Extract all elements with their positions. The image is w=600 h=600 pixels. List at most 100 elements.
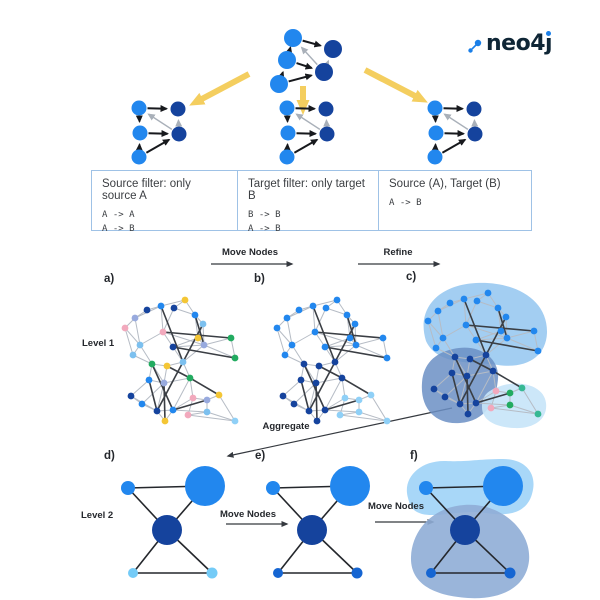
graph-node <box>319 126 335 142</box>
edge <box>315 382 318 422</box>
graph-node <box>132 125 148 141</box>
graph-node <box>300 360 308 368</box>
graph-node <box>424 317 432 325</box>
edge <box>162 307 175 333</box>
graph-node <box>266 481 280 495</box>
edge <box>315 377 343 384</box>
graph-node <box>428 125 444 141</box>
graph-node <box>343 311 351 319</box>
edge <box>139 331 164 346</box>
graph-node <box>169 343 177 351</box>
graph-node <box>483 466 523 506</box>
graph-node <box>427 100 443 116</box>
edge <box>324 397 346 411</box>
graph-node <box>497 327 505 335</box>
edge <box>442 324 467 339</box>
graph-node <box>472 336 480 344</box>
graph-node <box>121 324 129 332</box>
label-move-nodes-1: Move Nodes <box>222 247 278 258</box>
logo-j-dot-icon <box>546 31 552 36</box>
col-header: Source filter: only source A <box>102 178 191 202</box>
edge <box>172 409 208 413</box>
edge <box>173 307 196 316</box>
graph-node <box>297 376 305 384</box>
edge <box>291 344 305 365</box>
graph-node <box>506 401 514 409</box>
graph-node <box>153 407 161 415</box>
edge <box>437 310 444 339</box>
graph-node <box>279 149 295 165</box>
graph-node <box>203 396 211 404</box>
edge <box>172 377 191 411</box>
label-level-2: Level 2 <box>81 510 114 521</box>
table-col-target-filter: Target filter: only target B B -> B A ->… <box>238 171 379 234</box>
graph-node <box>324 40 342 58</box>
col-header: Target filter: only target B <box>248 178 365 202</box>
edge <box>182 344 205 363</box>
graph-node <box>145 376 153 384</box>
edge <box>324 346 388 359</box>
graph-node <box>199 320 207 328</box>
graph-node <box>315 362 323 370</box>
graph-node <box>295 306 303 314</box>
graph-node <box>170 101 186 117</box>
graph-node <box>482 351 490 359</box>
col-rules: A -> B <box>389 197 521 211</box>
edge <box>312 305 336 363</box>
edge <box>463 292 489 300</box>
graph-node <box>383 354 391 362</box>
graph-node <box>463 372 471 380</box>
edge <box>172 397 194 411</box>
graph-node <box>460 295 468 303</box>
aggregate-arrow <box>226 407 453 458</box>
edge <box>312 305 316 333</box>
edge <box>475 337 508 341</box>
edge <box>505 316 508 339</box>
col-rules: A -> A A -> B <box>102 209 227 236</box>
graph-node <box>506 389 514 397</box>
edge <box>435 347 456 358</box>
graph-node <box>351 567 363 579</box>
edge <box>148 379 158 412</box>
label-c: c) <box>406 271 417 283</box>
edge <box>276 327 286 356</box>
label-move-nodes-2: Move Nodes <box>220 509 276 520</box>
edge <box>358 411 388 422</box>
edge <box>475 390 497 404</box>
edge <box>163 382 166 422</box>
edge <box>346 314 357 346</box>
graph-node <box>489 367 497 375</box>
graph-node <box>131 314 139 322</box>
graph-node <box>430 385 438 393</box>
edge <box>147 113 173 130</box>
level2-f <box>406 459 534 599</box>
graph-node <box>273 568 283 578</box>
graph-node <box>379 334 387 342</box>
edge <box>162 331 205 346</box>
edge <box>441 138 467 154</box>
graph-node <box>534 347 542 355</box>
graph-node <box>311 328 319 336</box>
edge <box>334 344 357 363</box>
level2-d <box>121 466 225 579</box>
graph-node <box>518 384 526 392</box>
graph-node <box>161 417 169 425</box>
edge <box>172 346 236 359</box>
edge <box>355 337 384 346</box>
graph-node <box>312 379 320 387</box>
graph-node <box>441 393 449 401</box>
graph-node <box>456 400 464 408</box>
graph-node <box>426 568 436 578</box>
graph-full <box>270 29 342 93</box>
edge <box>189 377 220 396</box>
graph-node <box>352 341 360 349</box>
graph-node <box>318 101 334 117</box>
edge <box>194 314 205 346</box>
edge <box>427 320 444 339</box>
edge <box>151 363 174 411</box>
edge <box>443 113 469 130</box>
logo-text: neo4ȷ <box>486 31 553 56</box>
graph-node <box>462 321 470 329</box>
graph-node <box>278 51 296 69</box>
edge <box>130 379 150 397</box>
